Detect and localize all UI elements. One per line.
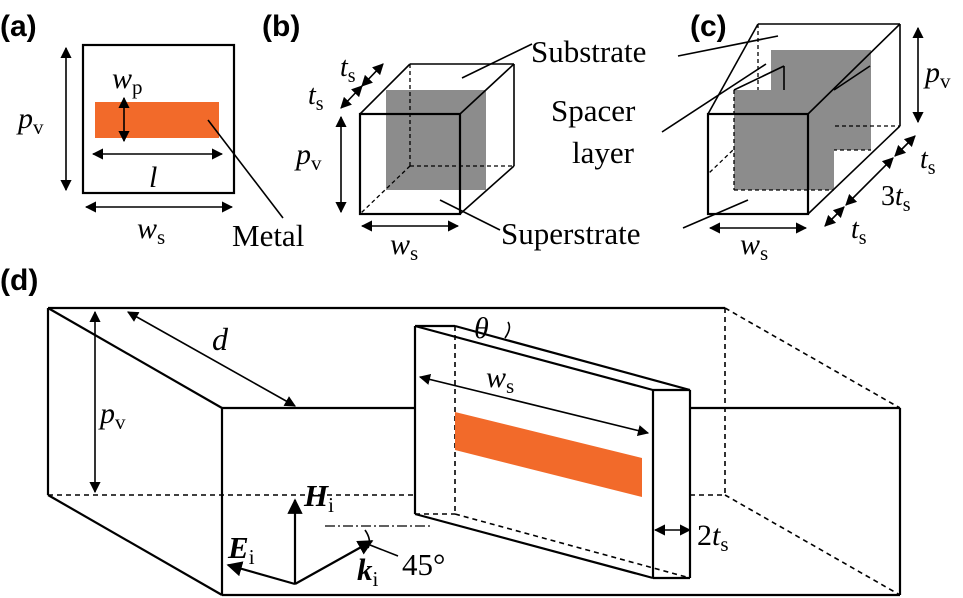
substrate-label: Substrate [531, 34, 646, 69]
panel-d-label: (d) [0, 264, 38, 297]
metal-patch-front-c [734, 90, 834, 190]
box-c-edge [833, 65, 871, 91]
box-c-hidden-edge [707, 125, 759, 175]
ts-label-b2: ts [308, 80, 324, 115]
angle-arc [364, 529, 371, 549]
panel-b: (b) ts ts pv ws [262, 10, 533, 265]
panel-a: (a) pv wp l ws Metal [0, 10, 304, 253]
ts-arrow-b1 [361, 63, 384, 87]
pv-label-c: pv [923, 56, 951, 93]
superstrate-label: Superstrate [501, 216, 640, 251]
ts-arrow-c1 [894, 135, 916, 157]
3ts-arrow-c [845, 157, 894, 206]
ws-label-c: ws [740, 228, 768, 265]
metal-patch-b [386, 90, 486, 190]
substrate-leader-b [461, 43, 533, 79]
ts-label-c1: ts [920, 144, 936, 179]
k-label: ki [357, 552, 379, 591]
e-label: Ei [227, 530, 255, 569]
theta-label: θ [474, 312, 489, 345]
substrate-leader-c [677, 35, 779, 57]
unit-cell-square [81, 43, 236, 195]
metal-strip [95, 102, 219, 138]
angle-label: 45° [402, 547, 445, 582]
wp-label: wp [112, 62, 143, 99]
theta-reference-line [454, 325, 581, 361]
ts-arrow-b2 [340, 85, 363, 109]
ts-label-b1: ts [340, 52, 356, 87]
box-d-hidden-edge [724, 307, 901, 409]
box-c-front [706, 112, 810, 216]
3ts-label-c: 3ts [881, 181, 911, 216]
box-d-hidden-edge [724, 494, 901, 596]
cube-b-hidden-edge [359, 165, 411, 215]
theta-arc [504, 321, 511, 339]
d-label: d [212, 321, 229, 357]
spacer-label-line2: layer [572, 135, 635, 170]
ts-label-c2: ts [851, 214, 867, 249]
box-c-edge [733, 65, 785, 91]
superstrate-leader-c [682, 199, 749, 229]
spacer-leader-c [661, 63, 767, 133]
box-d-edge [47, 494, 223, 596]
ws-arrow-d [418, 373, 650, 437]
l-label: l [149, 161, 157, 194]
ws-label-a: ws [137, 212, 165, 249]
panel-a-label: (a) [0, 10, 37, 43]
box-c-edge [707, 23, 759, 115]
slab-edge [414, 512, 654, 580]
panel-b-label: (b) [262, 10, 300, 43]
metal-leader [207, 119, 284, 219]
ws-label-d: ws [486, 361, 514, 398]
slab-hidden-edge [454, 513, 691, 579]
pv-label-b: pv [294, 138, 322, 175]
cube-b-edge [459, 63, 515, 115]
angle-leader [369, 544, 399, 557]
panel-c: (c) pv ts 3t [661, 10, 951, 265]
superstrate-leader-b [439, 199, 501, 231]
cube-b-edge [359, 63, 411, 115]
d-arrow [127, 311, 296, 407]
panel-d: (d) pv d [0, 264, 902, 597]
pv-label-a: pv [16, 102, 44, 139]
box-c-edge [807, 23, 901, 115]
panel-c-label: (c) [690, 10, 727, 43]
box-d-edge [47, 307, 223, 409]
k-vector [294, 540, 374, 585]
cube-b-edge [459, 165, 515, 215]
2ts-label: 2ts [697, 519, 729, 556]
cube-b-front [358, 112, 462, 216]
e-vector [226, 561, 296, 586]
spacer-label-line1: Spacer [551, 93, 636, 128]
pv-label-d: pv [98, 397, 126, 434]
h-label: Hi [303, 478, 334, 517]
ws-label-b: ws [390, 228, 418, 265]
ts-arrow-c2 [824, 206, 845, 227]
metal-label: Metal [232, 218, 304, 253]
